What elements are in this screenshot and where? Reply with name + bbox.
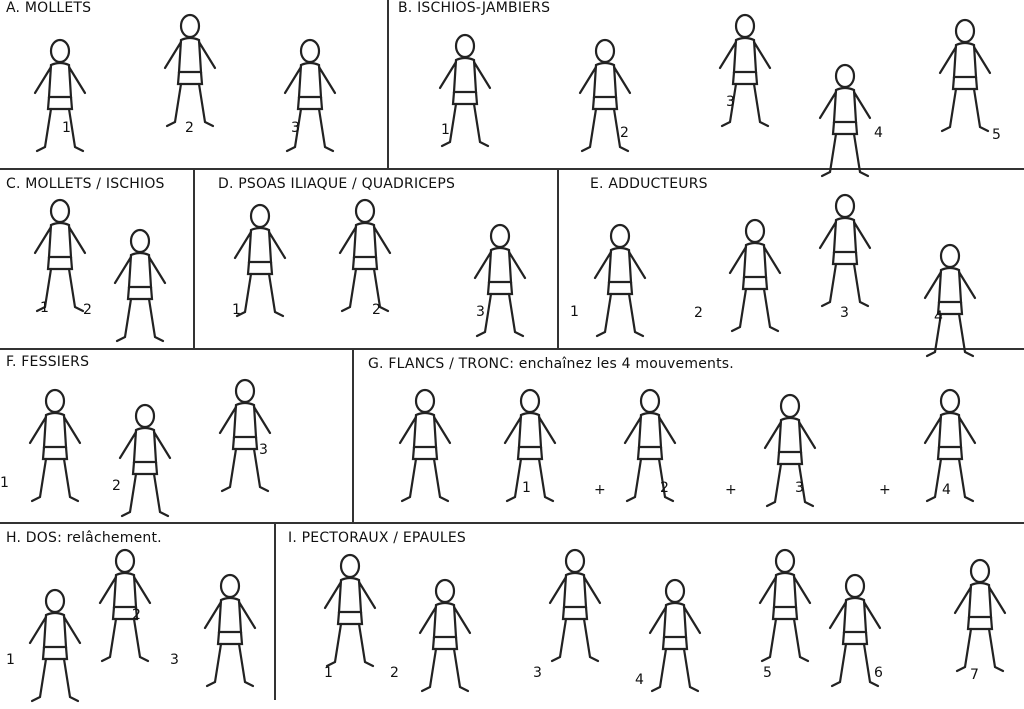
exercise-illustration: [455, 220, 545, 340]
plus-sign: +: [594, 482, 606, 498]
exercise-illustration: [530, 545, 620, 665]
figure-number: 4: [934, 309, 943, 325]
section-title-g: G. FLANCS / TRONC: enchaînez les 4 mouve…: [368, 356, 734, 372]
plus-sign: +: [879, 482, 891, 498]
divider: [274, 522, 276, 700]
figure-number: 5: [763, 665, 772, 681]
figure-number: 1: [570, 304, 579, 320]
exercise-illustration: [305, 550, 395, 670]
exercise-illustration: [575, 220, 665, 340]
divider: [352, 348, 354, 522]
figure-number: 2: [83, 302, 92, 318]
section-title-a: A. MOLLETS: [6, 0, 92, 16]
exercise-illustration: [200, 375, 290, 495]
figure-number: 1: [441, 122, 450, 138]
exercise-illustration: [100, 400, 190, 520]
figure-number: 1: [0, 475, 9, 491]
divider: [193, 168, 195, 348]
divider: [0, 168, 1024, 170]
section-title-b: B. ISCHIOS-JAMBIERS: [398, 0, 551, 16]
exercise-illustration: [485, 385, 575, 505]
figure-number: 3: [840, 305, 849, 321]
exercise-illustration: [320, 195, 410, 315]
section-title-i: I. PECTORAUX / EPAULES: [288, 530, 467, 546]
figure-number: 2: [372, 302, 381, 318]
figure-number: 1: [40, 300, 49, 316]
exercise-illustration: [215, 200, 305, 320]
exercise-illustration: [905, 240, 995, 360]
figure-number: 3: [795, 480, 804, 496]
exercise-illustration: [935, 555, 1024, 675]
figure-number: 1: [62, 120, 71, 136]
exercise-illustration: [80, 545, 170, 665]
section-title-d: D. PSOAS ILIAQUE / QUADRICEPS: [218, 176, 456, 192]
exercise-illustration: [745, 390, 835, 510]
exercise-illustration: [560, 35, 650, 155]
exercise-illustration: [145, 10, 235, 130]
figure-number: 3: [476, 304, 485, 320]
exercise-illustration: [740, 545, 830, 665]
divider: [0, 522, 1024, 524]
exercise-illustration: [15, 195, 105, 315]
exercise-illustration: [905, 385, 995, 505]
section-title-h: H. DOS: relâchement.: [6, 530, 162, 546]
figure-number: 7: [970, 667, 979, 683]
divider: [387, 0, 389, 168]
exercise-illustration: [630, 575, 720, 695]
figure-number: 2: [694, 305, 703, 321]
exercise-illustration: [800, 60, 890, 180]
figure-number: 3: [170, 652, 179, 668]
exercise-illustration: [800, 190, 890, 310]
exercise-illustration: [265, 35, 355, 155]
figure-number: 5: [992, 127, 1001, 143]
section-title-c: C. MOLLETS / ISCHIOS: [6, 176, 165, 192]
figure-number: 2: [185, 120, 194, 136]
exercise-illustration: [605, 385, 695, 505]
figure-number: 6: [874, 665, 883, 681]
plus-sign: +: [725, 482, 737, 498]
exercise-illustration: [920, 15, 1010, 135]
section-title-e: E. ADDUCTEURS: [590, 176, 708, 192]
figure-number: 1: [232, 302, 241, 318]
figure-number: 1: [324, 665, 333, 681]
divider: [0, 348, 1024, 350]
figure-number: 1: [522, 480, 531, 496]
figure-number: 2: [112, 478, 121, 494]
exercise-illustration: [95, 225, 185, 345]
figure-number: 2: [620, 125, 629, 141]
exercise-illustration: [710, 215, 800, 335]
figure-number: 3: [726, 94, 735, 110]
exercise-illustration: [10, 385, 100, 505]
figure-number: 3: [291, 120, 300, 136]
exercise-illustration: [420, 30, 510, 150]
figure-number: 1: [6, 652, 15, 668]
exercise-illustration: [380, 385, 470, 505]
exercise-illustration: [810, 570, 900, 690]
figure-number: 3: [259, 442, 268, 458]
exercise-illustration: [15, 35, 105, 155]
figure-number: 4: [874, 125, 883, 141]
figure-number: 2: [660, 480, 669, 496]
figure-number: 2: [132, 607, 141, 623]
exercise-illustration: [185, 570, 275, 690]
section-title-f: F. FESSIERS: [6, 354, 90, 370]
figure-number: 4: [635, 672, 644, 688]
divider: [557, 168, 559, 348]
figure-number: 2: [390, 665, 399, 681]
figure-number: 4: [942, 482, 951, 498]
exercise-illustration: [400, 575, 490, 695]
figure-number: 3: [533, 665, 542, 681]
exercise-illustration: [700, 10, 790, 130]
